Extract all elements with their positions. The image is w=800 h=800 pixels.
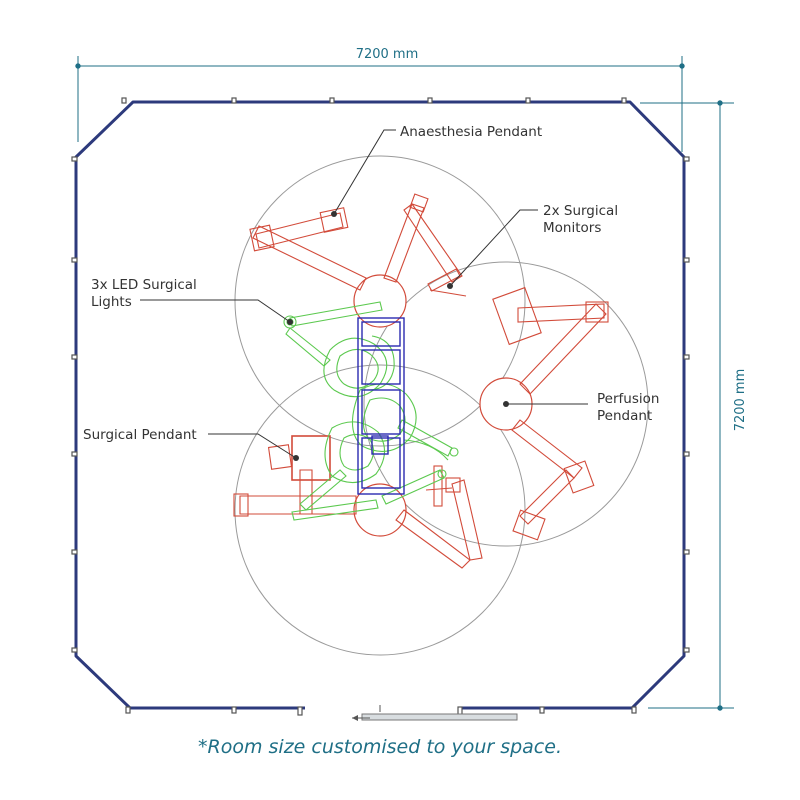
room-walls	[74, 100, 686, 710]
reach-circles	[234, 155, 649, 656]
width-dimension	[75, 56, 685, 152]
label-monitors-line2: Monitors	[543, 220, 601, 236]
callout-dots	[287, 211, 509, 461]
label-perfusion-line2: Pendant	[597, 408, 652, 424]
label-lights-line2: Lights	[91, 294, 132, 310]
sliding-door	[352, 705, 518, 721]
height-dimension	[640, 100, 734, 711]
room-size-footnote: *Room size customised to your space.	[198, 736, 562, 758]
label-lights-line1: 3x LED Surgical	[91, 277, 197, 293]
operating-table	[357, 317, 405, 495]
callout-leaders	[140, 129, 588, 459]
label-perfusion-line1: Perfusion	[597, 391, 659, 407]
label-monitors-line1: 2x Surgical	[543, 203, 618, 219]
height-dimension-label: 7200 mm	[733, 369, 748, 432]
width-dimension-label: 7200 mm	[356, 47, 419, 62]
pendant-arms	[233, 193, 609, 569]
wall-markers	[71, 97, 690, 716]
label-surgical-pendant: Surgical Pendant	[83, 427, 197, 443]
led-surgical-lights	[283, 301, 459, 521]
label-anaesthesia-pendant: Anaesthesia Pendant	[400, 124, 542, 140]
